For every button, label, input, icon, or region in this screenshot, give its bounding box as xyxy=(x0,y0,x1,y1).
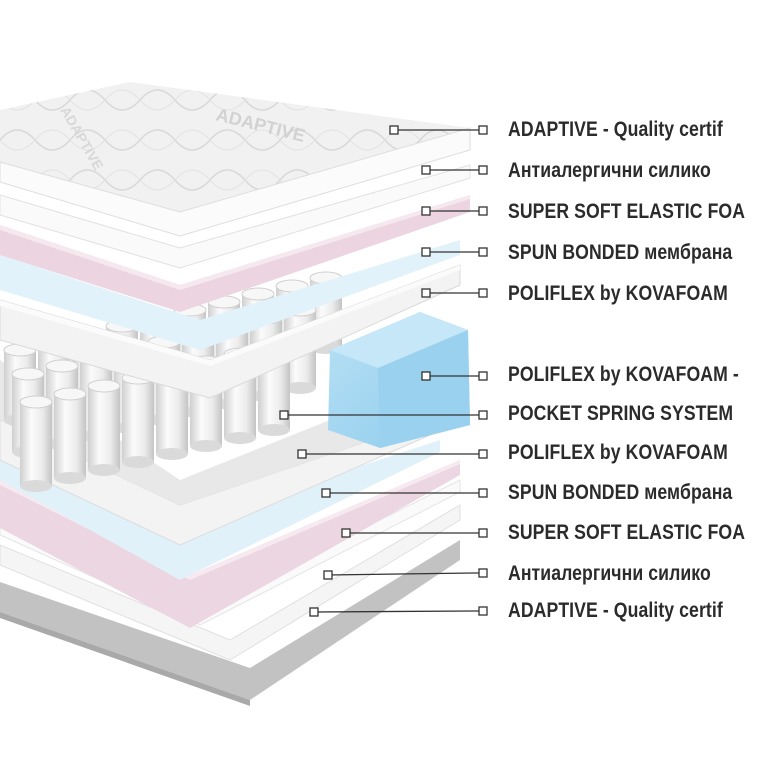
leader-marker xyxy=(478,125,488,135)
leader-marker xyxy=(421,206,431,216)
spring-coil-bottom xyxy=(284,382,316,394)
leader-marker xyxy=(389,125,399,135)
leader-marker xyxy=(478,247,488,257)
leader-marker xyxy=(478,568,488,578)
leader-marker xyxy=(478,410,488,420)
leader-line xyxy=(313,610,483,613)
spring-coil-bottom xyxy=(156,448,188,460)
spring-coil-top xyxy=(241,287,275,301)
bottom-pink-foam-layer xyxy=(0,460,460,628)
spring-coil xyxy=(54,394,86,478)
leader-lines xyxy=(279,125,488,617)
upper-pink-foam-layer xyxy=(0,195,470,312)
leader-marker xyxy=(421,288,431,298)
leader-marker xyxy=(478,165,488,175)
leader-marker xyxy=(478,371,488,381)
leader-marker xyxy=(478,206,488,216)
leader-marker xyxy=(297,449,307,459)
spring-coil xyxy=(20,402,52,486)
leader-marker xyxy=(341,528,351,538)
spring-coil-bottom xyxy=(258,424,290,436)
bottom-quilt-layer xyxy=(0,504,461,661)
spring-coil-bottom xyxy=(122,456,154,468)
spring-coil xyxy=(122,378,154,462)
leader-marker xyxy=(478,449,488,459)
spring-coil-bottom xyxy=(20,480,52,492)
leader-marker xyxy=(478,606,488,616)
leader-marker xyxy=(478,528,488,538)
spring-coil-bottom xyxy=(190,440,222,452)
leader-marker xyxy=(321,488,331,498)
leader-marker xyxy=(478,488,488,498)
spring-coil-top xyxy=(19,395,53,409)
leader-marker xyxy=(421,165,431,175)
leader-marker xyxy=(478,288,488,298)
leader-marker xyxy=(279,410,289,420)
spring-coil-top xyxy=(87,379,121,393)
spring-coil-top xyxy=(53,387,87,401)
leader-marker xyxy=(309,607,319,617)
spring-coil-top xyxy=(45,359,79,373)
bottom-blue-membrane-layer xyxy=(0,440,440,580)
upper-blue-membrane-layer xyxy=(0,240,460,350)
bottom-base-layer xyxy=(0,540,460,700)
spring-coil xyxy=(88,386,120,470)
spring-coil-bottom xyxy=(224,432,256,444)
spring-coil-bottom xyxy=(88,464,120,476)
spring-coil-bottom xyxy=(54,472,86,484)
upper-silicone-layer xyxy=(0,164,471,269)
spring-coil-top xyxy=(11,367,45,381)
leader-marker xyxy=(323,570,333,580)
leader-marker xyxy=(421,371,431,381)
leader-marker xyxy=(421,247,431,257)
